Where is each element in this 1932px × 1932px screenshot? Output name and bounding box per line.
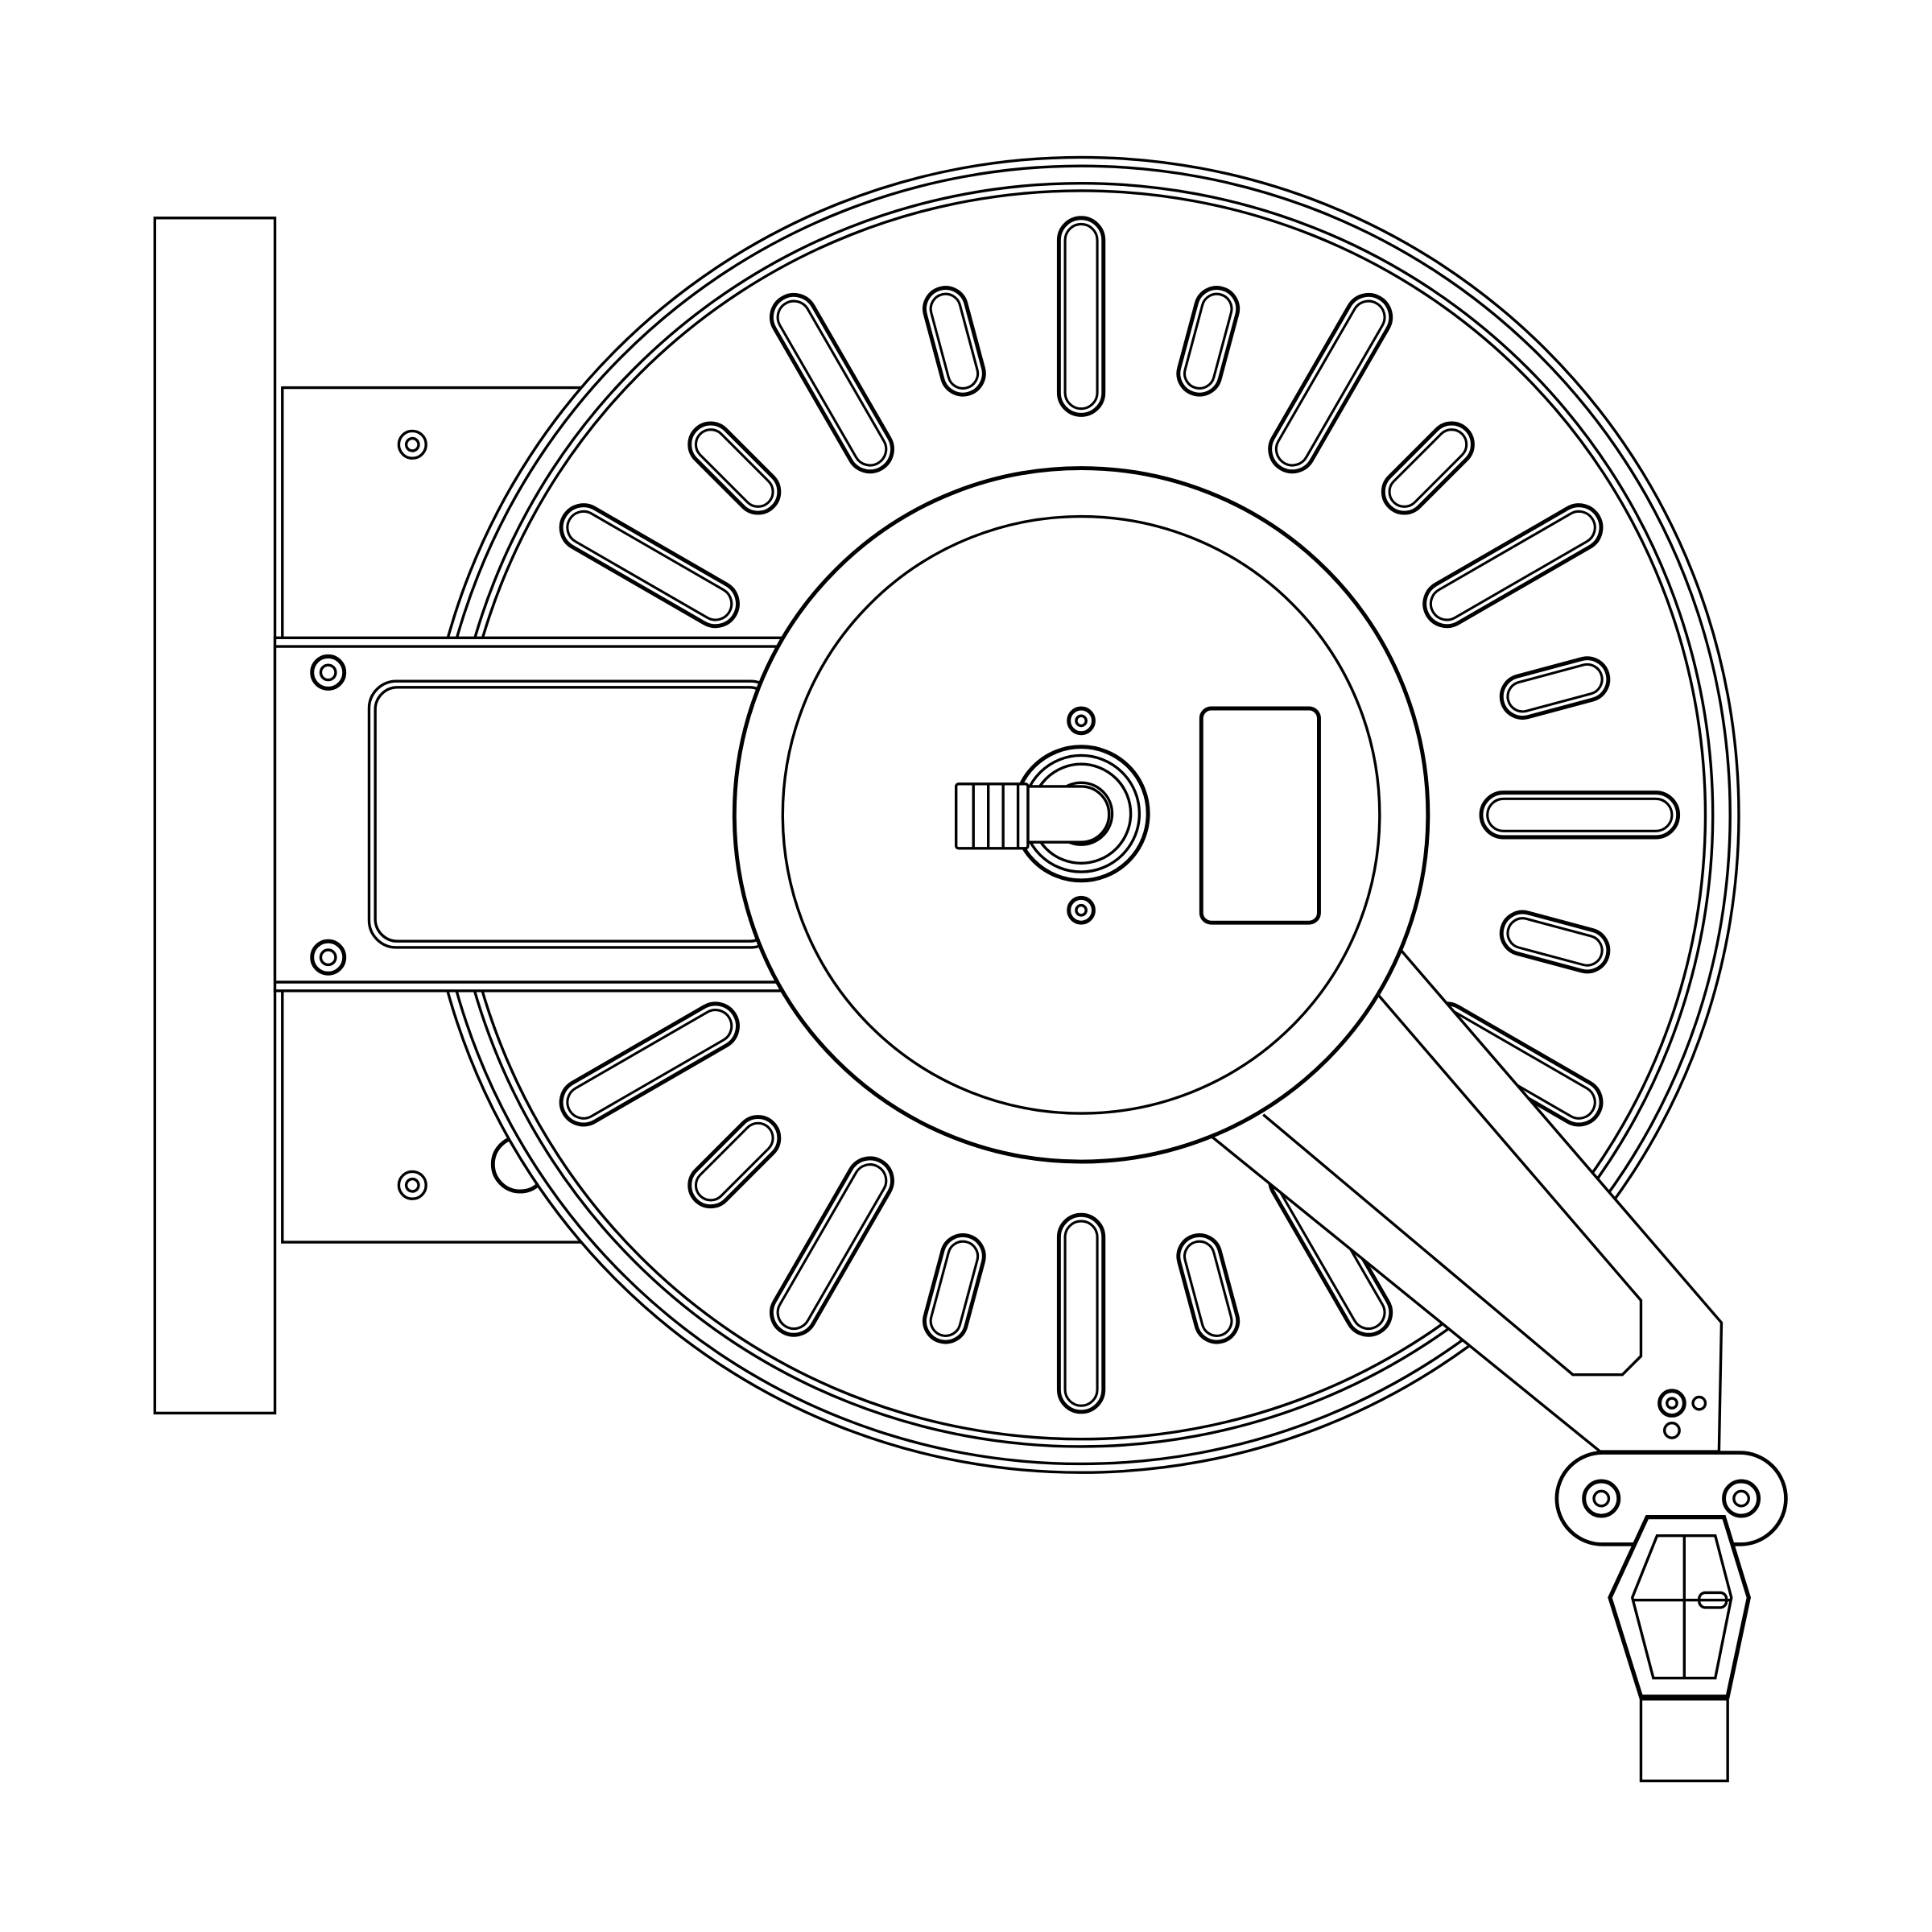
short-slot	[1499, 656, 1611, 720]
long-slot	[770, 1156, 894, 1337]
bracket-arm	[273, 636, 795, 993]
long-slot	[1422, 503, 1604, 629]
hose-stopper	[1608, 1515, 1752, 1782]
long-slot	[1056, 1212, 1106, 1414]
long-slot	[1268, 292, 1393, 474]
bolt-icon	[397, 429, 427, 460]
long-slot	[770, 292, 894, 474]
label-plate	[1199, 706, 1321, 925]
hose-guide	[1554, 1451, 1788, 1546]
long-slot	[1056, 216, 1106, 417]
long-slot	[559, 503, 740, 629]
long-slot	[1479, 791, 1681, 840]
inlet-fitting	[955, 745, 1150, 883]
bolt-icon	[404, 1177, 420, 1193]
wall-plate	[153, 217, 277, 1415]
short-slot	[923, 1233, 986, 1344]
short-slot	[1499, 910, 1611, 974]
short-slot	[1176, 1233, 1241, 1344]
short-slot	[923, 286, 986, 397]
short-slot	[1176, 286, 1241, 397]
bolt-icon	[404, 436, 420, 452]
bolt-icon	[397, 1170, 427, 1200]
long-slot	[559, 1001, 740, 1127]
short-slot	[1381, 421, 1475, 515]
